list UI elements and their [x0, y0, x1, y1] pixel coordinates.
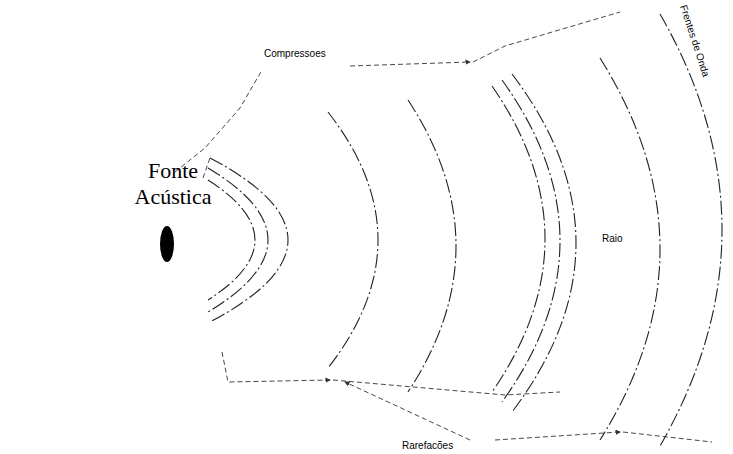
compression-label: Compressoes: [262, 48, 328, 60]
leader-lines: [175, 12, 712, 442]
wave-arc: [328, 112, 378, 368]
wave-arc: [408, 100, 456, 392]
wave-arc: [210, 158, 288, 322]
source-label: Fonte Acústica: [118, 158, 228, 210]
wave-arc: [502, 80, 560, 402]
rarefaction-label: Rarefacões: [400, 440, 455, 452]
wave-arc: [512, 74, 576, 412]
ray-label: Raio: [600, 233, 625, 245]
wave-arc: [492, 86, 545, 392]
wave-arc: [600, 58, 660, 440]
acoustic-source: [160, 226, 174, 262]
wavefront-label: Frentes de Onda: [677, 2, 713, 81]
wave-fronts: [208, 14, 722, 446]
wave-arc: [660, 14, 722, 446]
